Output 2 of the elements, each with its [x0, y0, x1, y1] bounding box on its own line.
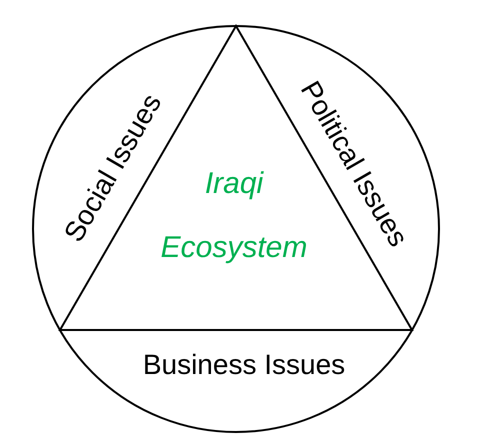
- region-label: Business Issues: [142, 348, 346, 382]
- center-label: Iraqi Ecosystem: [160, 167, 308, 266]
